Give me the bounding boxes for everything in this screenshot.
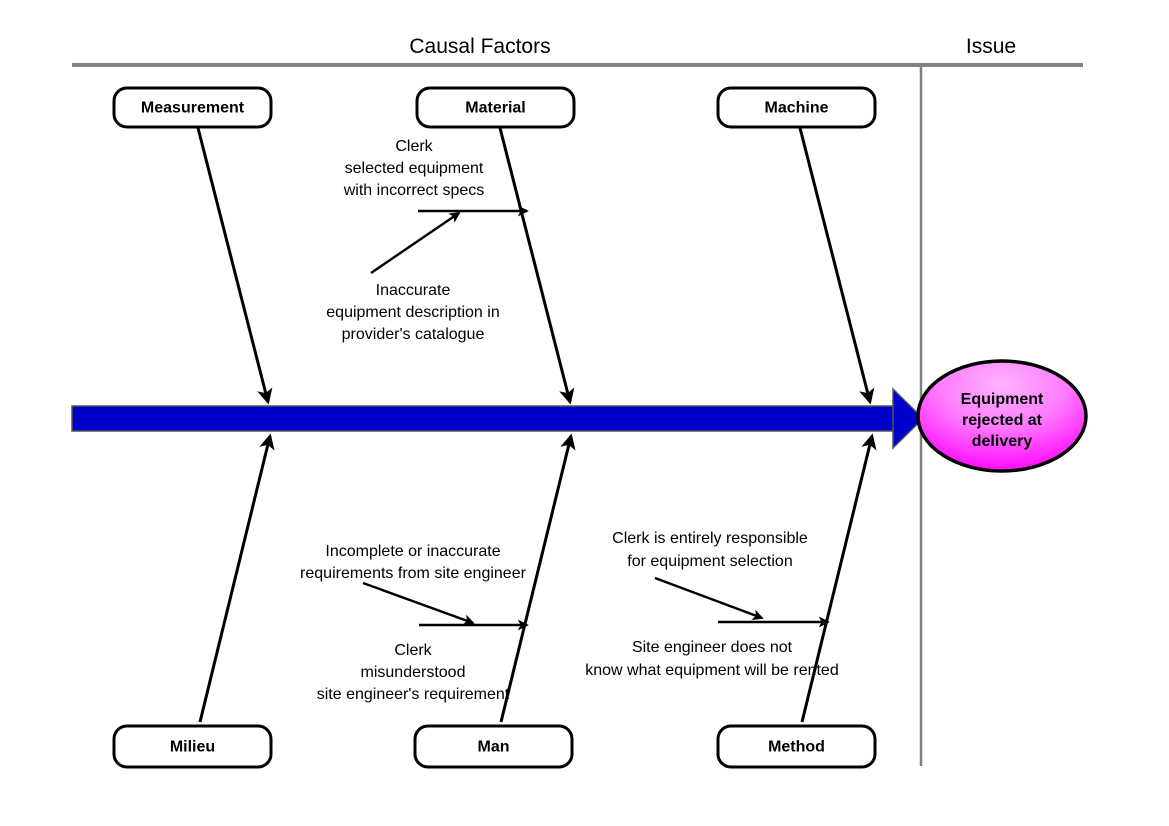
category-box-machine[interactable] bbox=[716, 86, 877, 129]
cause-text-material-primary-line3: with incorrect specs bbox=[343, 182, 485, 199]
cause-arrow-man-secondary bbox=[362, 581, 475, 626]
cause-text-method-secondary-line2: know what equipment will be rented bbox=[585, 662, 838, 679]
spine-bar bbox=[71, 405, 896, 432]
cause-text-material-secondary-line2: equipment description in bbox=[326, 304, 499, 321]
issue-title: Issue bbox=[966, 35, 1016, 58]
cause-arrow-method-secondary bbox=[654, 576, 764, 620]
rib-method bbox=[800, 433, 877, 723]
rib-man bbox=[499, 433, 576, 723]
cause-text-man-primary-line2: requirements from site engineer bbox=[300, 565, 527, 582]
cause-text-material-primary-line2: selected equipment bbox=[345, 160, 484, 177]
issue-label-line1: Equipment bbox=[961, 391, 1044, 408]
cause-arrow-material-secondary bbox=[370, 211, 461, 274]
issue-label-line3: delivery bbox=[972, 433, 1033, 450]
causal-factors-title: Causal Factors bbox=[409, 35, 550, 58]
cause-text-material-secondary-line1: Inaccurate bbox=[376, 282, 451, 299]
rib-material bbox=[498, 127, 575, 405]
category-label-method: Method bbox=[768, 739, 825, 756]
spine-arrowhead bbox=[892, 387, 925, 450]
category-label-machine: Machine bbox=[764, 100, 828, 117]
issue-ellipse[interactable] bbox=[916, 359, 1088, 473]
category-label-measurement: Measurement bbox=[141, 100, 245, 117]
cause-text-material-secondary-line3: provider's catalogue bbox=[342, 326, 485, 343]
category-box-man[interactable] bbox=[413, 724, 574, 769]
cause-text-material-primary-line1: Clerk bbox=[395, 138, 433, 155]
cause-text-man-primary-line1: Incomplete or inaccurate bbox=[325, 543, 500, 560]
rib-machine bbox=[798, 127, 875, 405]
category-label-milieu: Milieu bbox=[170, 739, 215, 756]
cause-text-man-secondary-line3: site engineer's requirement bbox=[317, 686, 510, 703]
cause-text-method-primary-line2: for equipment selection bbox=[627, 553, 792, 570]
cause-text-man-secondary-line2: misunderstood bbox=[361, 664, 466, 681]
category-label-man: Man bbox=[478, 739, 510, 756]
category-box-method[interactable] bbox=[716, 724, 877, 769]
category-label-material: Material bbox=[465, 100, 525, 117]
cause-text-method-secondary-line1: Site engineer does not bbox=[632, 639, 793, 656]
category-box-measurement[interactable] bbox=[112, 86, 273, 129]
rib-measurement bbox=[196, 127, 273, 405]
issue-label-line2: rejected at bbox=[962, 412, 1043, 429]
rib-milieu bbox=[198, 433, 275, 723]
cause-text-method-primary-line1: Clerk is entirely responsible bbox=[612, 530, 808, 547]
category-box-material[interactable] bbox=[415, 86, 576, 129]
cause-text-man-secondary-line1: Clerk bbox=[394, 642, 432, 659]
category-box-milieu[interactable] bbox=[112, 724, 273, 769]
